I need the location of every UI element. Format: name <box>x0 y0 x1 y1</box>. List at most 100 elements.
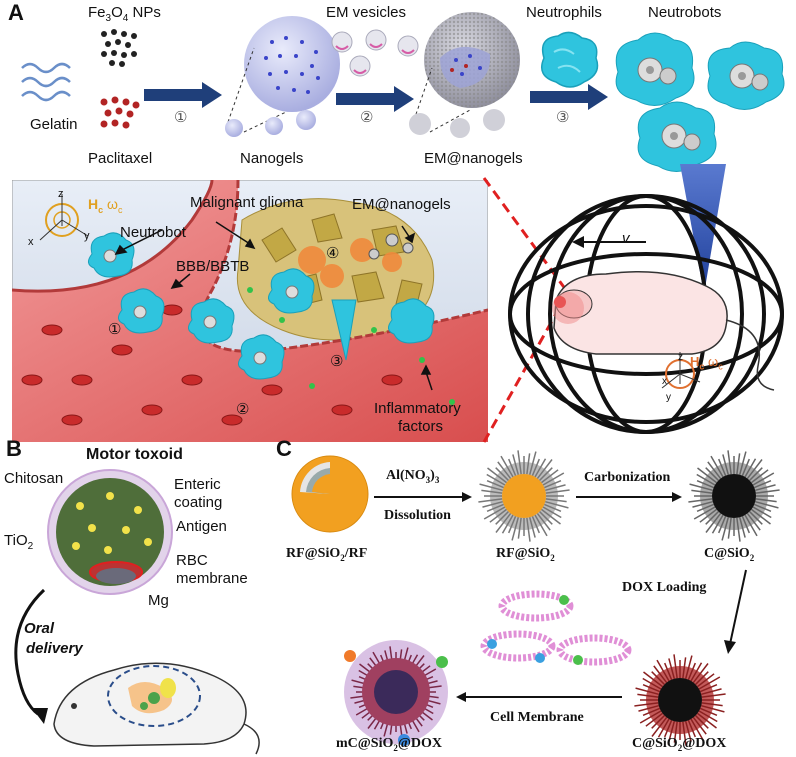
spike-line <box>487 467 508 484</box>
inflammatory-label: Inflammatory <box>374 400 461 417</box>
spike-line <box>534 514 548 537</box>
spike-line <box>540 469 559 484</box>
spike-line <box>486 479 504 489</box>
spike-line <box>701 702 723 707</box>
spike-line <box>500 455 514 478</box>
cage-axis-y: y <box>666 392 671 403</box>
mc-sio2-dox-sphere <box>344 640 448 746</box>
spike-line <box>544 479 562 489</box>
spike-line <box>696 673 715 688</box>
spike-line <box>639 710 662 724</box>
oral-delivery-2: delivery <box>26 640 83 657</box>
cell-membrane-label: Cell Membrane <box>490 710 584 725</box>
spike-line <box>656 659 670 682</box>
spike-line <box>705 512 722 533</box>
spike-line <box>653 665 668 684</box>
circle-3-label: ③ <box>330 353 344 370</box>
rf-sio2-rf-label: RF@SiO2/RF <box>286 546 368 563</box>
spike-line <box>643 671 664 688</box>
spike-line <box>539 511 553 525</box>
spike-line <box>511 517 520 541</box>
spike-line <box>749 511 763 525</box>
nanogels-label: Nanogels <box>240 150 304 167</box>
mg-label: Mg <box>148 592 169 609</box>
panel-c-letter: C <box>276 436 292 461</box>
gelatin-strands-icon <box>21 62 71 102</box>
spike-line <box>738 517 746 538</box>
spike-line <box>635 687 659 696</box>
spike-line <box>705 511 719 525</box>
spike-line <box>738 451 747 475</box>
spike-line <box>526 453 531 475</box>
fe3o4-label: Fe3O4 NPs <box>88 4 161 24</box>
spike-line <box>486 503 504 513</box>
spike-line <box>507 516 517 534</box>
spike-line <box>744 458 757 478</box>
spike-line <box>696 712 717 729</box>
spike-line <box>688 498 713 503</box>
spike-line <box>517 450 522 475</box>
spike-line <box>755 500 779 509</box>
spike-line <box>717 458 727 476</box>
spike-line <box>663 720 673 738</box>
spike-line <box>489 508 508 523</box>
step2-arrow-icon <box>336 86 414 112</box>
spike-line <box>687 662 697 680</box>
motor-toxoid-title: Motor toxoid <box>86 446 183 463</box>
dissolution-arrow-icon <box>374 492 472 502</box>
factors-label: factors <box>398 418 444 435</box>
cage-field-label: Hc ωc <box>690 354 723 372</box>
spike-line <box>495 467 509 481</box>
tio2-label: TiO2 <box>4 532 34 552</box>
c-sio2-spiky-sphere <box>688 450 780 542</box>
spike-line <box>651 715 665 729</box>
spike-line <box>478 498 503 503</box>
circle-4-label: ④ <box>326 245 340 262</box>
spike-line <box>754 479 772 489</box>
motor-toxoid-sphere <box>47 469 173 595</box>
spike-line <box>507 458 517 476</box>
dox-loading-label: DOX Loading <box>622 580 707 595</box>
spike-line <box>707 461 722 480</box>
step1-arrow-icon <box>144 82 222 108</box>
spike-line <box>657 718 670 738</box>
spike-line <box>528 517 536 538</box>
spike-line <box>545 498 567 503</box>
spike-line <box>531 516 541 534</box>
paclitaxel-particles-icon <box>100 96 140 129</box>
enteric-label-1: Enteric <box>174 476 221 493</box>
spike-line <box>528 451 537 475</box>
rf-sio2-rf-sphere <box>291 455 369 533</box>
axis-y-label: y <box>84 230 90 242</box>
em-nanogels-label: EM@nanogels <box>424 150 523 167</box>
spike-line <box>701 704 725 713</box>
spike-line <box>699 508 718 523</box>
axis-x-label: x <box>28 236 34 248</box>
spike-line <box>752 506 772 519</box>
spike-line <box>754 503 772 513</box>
spike-line <box>696 479 714 489</box>
spike-line <box>495 512 512 533</box>
spike-line <box>682 721 687 746</box>
spike-line <box>746 512 761 531</box>
spike-line <box>545 489 570 494</box>
spike-line <box>687 720 697 738</box>
spike-line <box>755 484 776 492</box>
spike-line <box>495 511 509 525</box>
em-nanogel-sphere-icon <box>409 12 520 138</box>
spike-line <box>690 718 704 741</box>
spike-line <box>698 676 721 690</box>
spike-line <box>668 658 676 679</box>
spike-line <box>727 517 732 539</box>
spike-line <box>536 512 551 531</box>
cell-membrane-arrow-icon <box>456 692 622 702</box>
spike-line <box>755 489 780 494</box>
spike-line <box>700 683 718 693</box>
spike-line <box>711 514 724 534</box>
coil-cage-mouse <box>508 194 784 434</box>
spike-line <box>682 657 687 679</box>
spike-line <box>539 467 553 481</box>
neutrobots-label: Neutrobots <box>648 4 722 21</box>
spike-line <box>695 715 709 729</box>
spike-line <box>717 516 727 534</box>
